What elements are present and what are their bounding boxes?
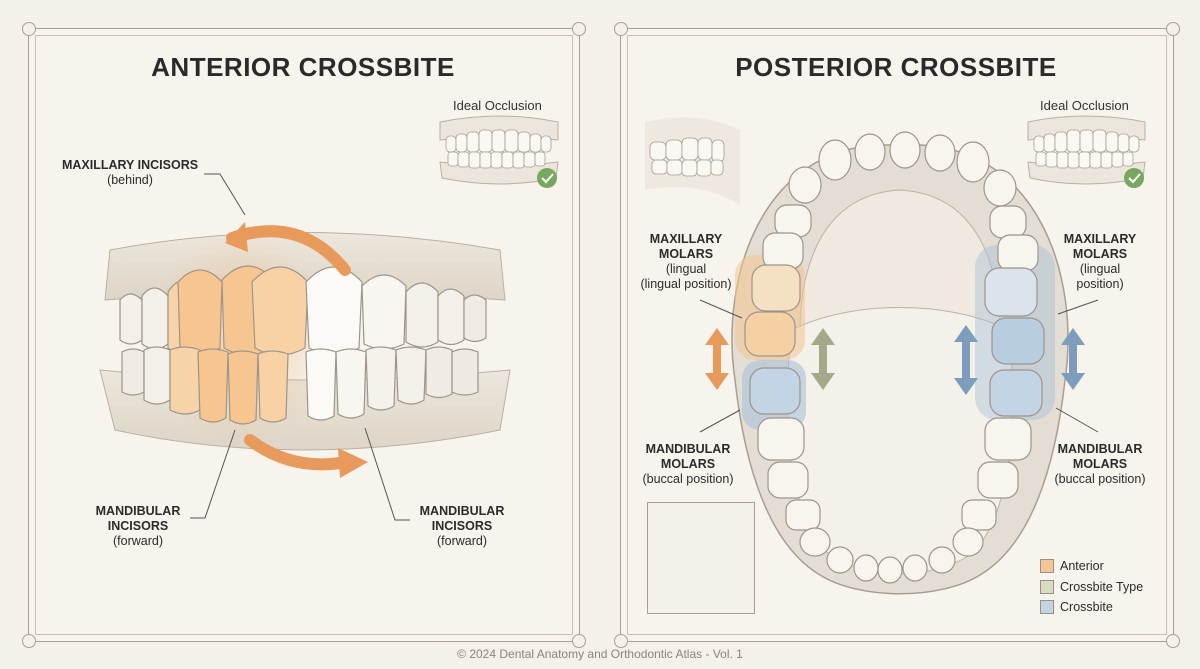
label-title: INCISORS [431,519,493,533]
label-title: MOLARS [1072,457,1128,471]
legend-swatch [1040,600,1054,614]
label-title: MANDIBULAR [645,442,731,456]
label-title: MANDIBULAR [95,504,181,518]
legend-label: Anterior [1060,559,1104,573]
label-maxillary-incisors: MAXILLARY INCISORS (behind) [60,158,200,188]
label-sub: position) [1076,277,1124,291]
corner-ornament [1166,22,1180,36]
label-mandibular-molars-left: MANDIBULAR MOLARS (buccal position) [632,442,744,487]
label-title: MANDIBULAR [1057,442,1143,456]
label-sub: (behind) [107,173,153,187]
legend-swatch [1040,580,1054,594]
label-maxillary-molars-left: MAXILLARY MOLARS (lingual (lingual posit… [630,232,742,292]
label-sub: (forward) [112,534,163,548]
label-title: MOLARS [660,457,716,471]
label-sub: (buccal position) [642,472,734,486]
label-sub: (buccal position) [1054,472,1146,486]
legend-item-crossbite-type: Crossbite Type [1040,580,1143,594]
anterior-teeth-drawing [99,173,511,521]
legend-label: Crossbite Type [1060,580,1144,594]
ideal-occlusion-label-left: Ideal Occlusion [453,98,542,113]
label-title: MOLARS [1072,247,1128,261]
legend-swatch [1040,559,1054,573]
corner-ornament [614,634,628,648]
ideal-occlusion-thumbnail-right [1027,115,1146,188]
label-mandibular-incisors-right: MANDIBULAR INCISORS (forward) [414,504,510,549]
bottom-inset-frame [647,502,755,614]
dental-arch-drawing [699,131,1099,595]
side-profile-thumbnail [645,117,740,205]
label-title: MANDIBULAR [419,504,505,518]
corner-ornament [572,22,586,36]
legend-item-crossbite: Crossbite [1040,600,1113,614]
corner-ornament [614,22,628,36]
corner-ornament [572,634,586,648]
corner-ornament [22,634,36,648]
corner-ornament [22,22,36,36]
label-mandibular-incisors-left: MANDIBULAR INCISORS (forward) [90,504,186,549]
legend-label: Crossbite [1060,600,1113,614]
label-sub: (lingual [1079,262,1121,276]
anterior-title: ANTERIOR CROSSBITE [151,52,455,82]
label-title: MAXILLARY INCISORS [61,158,199,172]
label-title: MAXILLARY [649,232,723,246]
label-sub: (lingual [665,262,707,276]
footer-copyright: © 2024 Dental Anatomy and Orthodontic At… [457,647,743,661]
label-title: INCISORS [107,519,169,533]
label-sub: (forward) [436,534,487,548]
label-mandibular-molars-right: MANDIBULAR MOLARS (buccal position) [1044,442,1156,487]
posterior-title: POSTERIOR CROSSBITE [735,52,1057,82]
ideal-occlusion-thumbnail-left [439,115,559,188]
label-sub: (lingual position) [640,277,732,291]
label-title: MOLARS [658,247,714,261]
label-title: MAXILLARY [1063,232,1137,246]
ideal-occlusion-label-right: Ideal Occlusion [1040,98,1129,113]
corner-ornament [1166,634,1180,648]
label-maxillary-molars-right: MAXILLARY MOLARS (lingual position) [1050,232,1150,292]
legend-item-anterior: Anterior [1040,559,1104,573]
